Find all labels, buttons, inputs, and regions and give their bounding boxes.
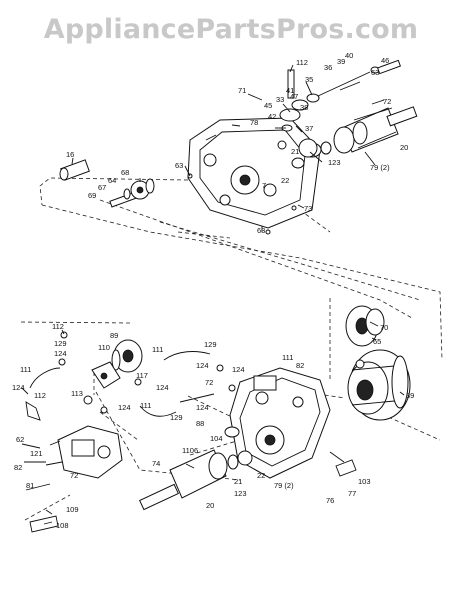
- callout-42: 42: [268, 112, 276, 121]
- callout-65: 65: [373, 337, 381, 346]
- callout-111b: 111: [20, 365, 31, 374]
- callout-82a: 82: [296, 361, 304, 370]
- callout-64: 64: [108, 176, 116, 185]
- callout-38: 38: [300, 103, 308, 112]
- callout-1106: 1106: [182, 446, 198, 455]
- callout-112a: 112: [296, 58, 308, 67]
- callout-124f: 124: [118, 403, 131, 412]
- callout-108: 108: [56, 521, 69, 530]
- hydro-pump: [45, 425, 123, 479]
- lower-axle: [139, 449, 253, 511]
- callout-129c: 129: [170, 413, 183, 422]
- callout-81: 81: [26, 481, 34, 490]
- callout-77: 77: [348, 489, 356, 498]
- callout-63a: 63: [371, 68, 379, 77]
- callout-111d: 111: [140, 401, 151, 410]
- callout-40: 40: [345, 51, 353, 60]
- callout-70: 70: [380, 323, 388, 332]
- callout-123b: 123: [234, 489, 247, 498]
- callout-123a: 123: [328, 158, 341, 167]
- callout-112c: 112: [34, 391, 46, 400]
- callout-22b: 22: [257, 471, 265, 480]
- callout-47: 47: [290, 92, 298, 101]
- callout-109: 109: [66, 505, 79, 514]
- callout-78: 78: [250, 118, 258, 127]
- callout-22a: 22: [281, 176, 289, 185]
- callout-67: 67: [98, 183, 106, 192]
- differential-assembly: [347, 349, 411, 421]
- callout-117: 117: [136, 371, 148, 380]
- callout-63c: 63: [257, 226, 265, 235]
- callout-76: 76: [326, 496, 334, 505]
- callout-111c: 111: [282, 353, 293, 362]
- callout-69: 69: [88, 191, 96, 200]
- callout-73: 73: [304, 204, 312, 213]
- callout-labels: 112 40 46 36 39 63 72 71 35 33 41 45 47 …: [12, 51, 414, 530]
- filter-canister: [111, 339, 143, 373]
- callout-41: 41: [286, 86, 294, 95]
- callout-110: 110: [98, 343, 110, 352]
- callout-88: 88: [196, 419, 204, 428]
- callout-79b: 79 (2): [274, 481, 294, 490]
- callout-16: 16: [66, 150, 74, 159]
- callout-39b: 39: [406, 391, 414, 400]
- callout-68: 68: [121, 168, 129, 177]
- callout-89: 89: [110, 331, 118, 340]
- hydraulic-hoses: [29, 351, 215, 417]
- callout-104: 104: [210, 434, 223, 443]
- callout-62: 62: [16, 435, 24, 444]
- callout-112b: 112: [52, 322, 64, 331]
- callout-121: 121: [30, 449, 43, 458]
- callout-35: 35: [305, 75, 313, 84]
- callout-82b: 82: [14, 463, 22, 472]
- callout-21a: 21: [291, 147, 299, 156]
- callout-124e: 124: [12, 383, 25, 392]
- callout-79a: 79 (2): [370, 163, 390, 172]
- callout-72a: 72: [383, 97, 391, 106]
- input-shaft: [59, 159, 90, 181]
- callout-63b: 63: [175, 161, 183, 170]
- callout-124c: 124: [156, 383, 169, 392]
- callout-129b: 129: [54, 339, 67, 348]
- callout-20a: 20: [400, 143, 408, 152]
- callout-124d: 124: [232, 365, 245, 374]
- callout-111a: 111: [152, 345, 163, 354]
- callout-37: 37: [305, 124, 313, 133]
- callout-124g: 124: [196, 403, 209, 412]
- upper-axle: [298, 106, 418, 158]
- callout-71: 71: [238, 86, 246, 95]
- callout-124b: 124: [196, 361, 209, 370]
- callout-46: 46: [381, 56, 389, 65]
- callout-39: 39: [337, 57, 345, 66]
- callout-74: 74: [152, 459, 160, 468]
- callout-113: 113: [71, 389, 83, 398]
- upper-housing: [187, 117, 321, 229]
- fasteners: [21, 173, 365, 533]
- callout-21b: 21: [234, 477, 242, 486]
- callout-103: 103: [358, 477, 371, 486]
- callout-33: 33: [276, 95, 284, 104]
- pump-head: [91, 361, 121, 389]
- callout-129a: 129: [204, 340, 217, 349]
- leader-lines: [21, 64, 405, 525]
- watermark: AppliancePartsPros.com: [43, 14, 419, 45]
- callout-36: 36: [324, 63, 332, 72]
- lower-housing: [229, 367, 331, 479]
- callout-45: 45: [264, 101, 272, 110]
- idler-gear-group: [109, 178, 155, 208]
- callout-72c: 72: [70, 471, 78, 480]
- callout-20b: 20: [206, 501, 214, 510]
- callout-7: 7: [262, 181, 266, 190]
- assembly-guide-lines: [19, 177, 443, 521]
- upper-gear-stack: [277, 59, 402, 169]
- callout-124a: 124: [54, 349, 67, 358]
- callout-72b: 72: [205, 378, 213, 387]
